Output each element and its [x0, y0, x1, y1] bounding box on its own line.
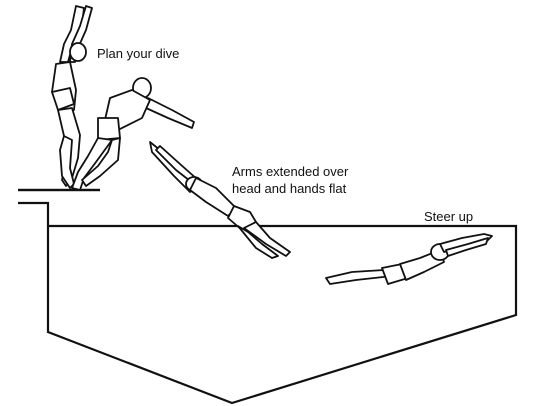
label-arms-line1: Arms extended over — [232, 164, 349, 179]
diver-gliding — [325, 233, 493, 285]
label-plan-your-dive: Plan your dive — [97, 46, 180, 61]
diver-standing-shorts — [51, 87, 75, 111]
diver-standing-head — [69, 42, 87, 62]
diver-pushoff-arm — [145, 97, 195, 129]
pool-wall — [46, 223, 518, 405]
diver-pushoff-shorts — [97, 117, 121, 141]
label-arms-line2: head and hands flat — [232, 181, 347, 196]
label-arms-extended: Arms extended over head and hands flat — [232, 163, 348, 197]
diver-standing — [51, 5, 93, 189]
diver-pushoff-legs — [71, 137, 113, 191]
diver-pushoff — [71, 77, 195, 191]
pool-deck-edge-lower — [18, 201, 50, 223]
diver-entering-legs — [243, 221, 291, 257]
diver-entering — [149, 141, 291, 259]
label-steer-up: Steer up — [424, 209, 474, 224]
diver-entering-torso — [189, 177, 237, 217]
diver-gliding-legs — [325, 269, 393, 285]
